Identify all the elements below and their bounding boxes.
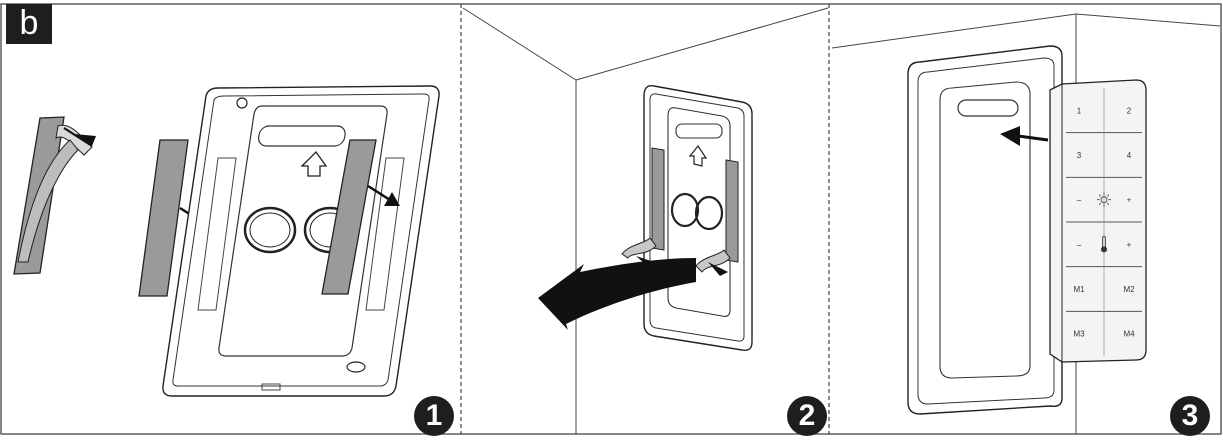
step-badge-2: 2: [787, 396, 827, 436]
wall-corner: [462, 7, 829, 434]
remote-button-four: 4: [1127, 151, 1132, 160]
step-badge-3: 3: [1170, 396, 1210, 436]
remote-button-m2: M2: [1123, 285, 1135, 294]
back-plate: [907, 45, 1063, 415]
remote-button-three: 3: [1077, 151, 1082, 160]
remote-button-plus: +: [1127, 240, 1132, 249]
back-plate: [162, 85, 440, 397]
temperature-icon: [1101, 235, 1107, 253]
brightness-icon: [1097, 192, 1111, 207]
arrow-icon: [367, 184, 400, 206]
remote-button-one: 1: [1077, 106, 1082, 115]
panel-label: b: [6, 4, 52, 44]
step-badge-1: 1: [414, 396, 454, 436]
remote-button-m3: M3: [1073, 330, 1085, 339]
outer-frame: [0, 3, 1222, 435]
remote-button-plus: +: [1127, 196, 1132, 205]
remote-button-m4: M4: [1123, 330, 1135, 339]
remote-button-two: 2: [1127, 106, 1132, 115]
panel-1: [13, 85, 440, 397]
remote-button-minus: –: [1077, 196, 1082, 205]
back-plate: [643, 85, 753, 352]
arrow-icon: [1000, 126, 1049, 146]
remote-button-minus: –: [1077, 240, 1082, 249]
adhesive-strip-peeling: [13, 116, 96, 275]
panel-2: [462, 7, 829, 434]
adhesive-strip: [138, 139, 189, 297]
mounting-motion-arrow: [538, 258, 696, 330]
adhesive-strip: [321, 139, 377, 295]
remote-button-m1: M1: [1073, 285, 1085, 294]
